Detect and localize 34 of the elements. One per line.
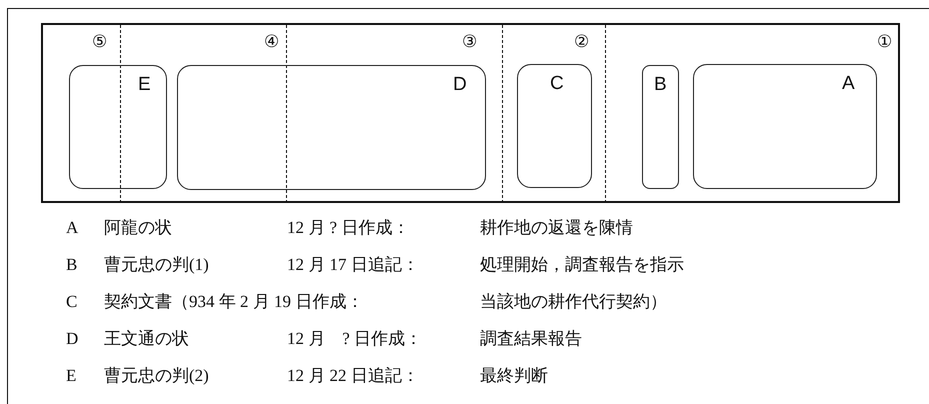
table-text: 12 月 ? 日作成： [287, 218, 410, 238]
document-box [642, 65, 679, 189]
document-letter: C [550, 74, 564, 94]
table-text: 耕作地の返還を陳情 [480, 218, 633, 238]
section-number: ④ [264, 32, 279, 52]
section-number: ① [877, 32, 892, 52]
table-text: 王文通の状 [104, 329, 189, 349]
document-letter: A [842, 74, 855, 94]
section-number: ③ [462, 32, 477, 52]
table-text: D [66, 329, 78, 349]
document-box [693, 64, 877, 189]
table-text: 契約文書（934 年 2 月 19 日作成： [104, 292, 364, 312]
table-text: C [66, 292, 78, 312]
document-box [517, 64, 592, 188]
document-box [177, 65, 486, 190]
table-text: 12 月 ? 日作成： [287, 329, 422, 349]
document-letter: E [138, 75, 151, 95]
section-number: ⑤ [92, 32, 107, 52]
table-text: 阿龍の状 [104, 218, 172, 238]
table-text: E [66, 366, 76, 386]
table-text: B [66, 255, 78, 275]
table-text: 調査結果報告 [480, 329, 582, 349]
document-letter: D [453, 75, 467, 95]
table-text: A [66, 218, 78, 238]
table-text: 12 月 22 日追記： [287, 366, 419, 386]
table-text: 曹元忠の判(2) [104, 366, 209, 386]
table-text: 曹元忠の判(1) [104, 255, 209, 275]
table-text: 当該地の耕作代行契約） [480, 292, 667, 312]
table-text: 12 月 17 日追記： [287, 255, 419, 275]
table-text: 処理開始，調査報告を指示 [480, 255, 684, 275]
document-letter: B [654, 75, 667, 95]
table-text: 最終判断 [480, 366, 548, 386]
section-number: ② [574, 32, 589, 52]
document-box [69, 65, 167, 189]
